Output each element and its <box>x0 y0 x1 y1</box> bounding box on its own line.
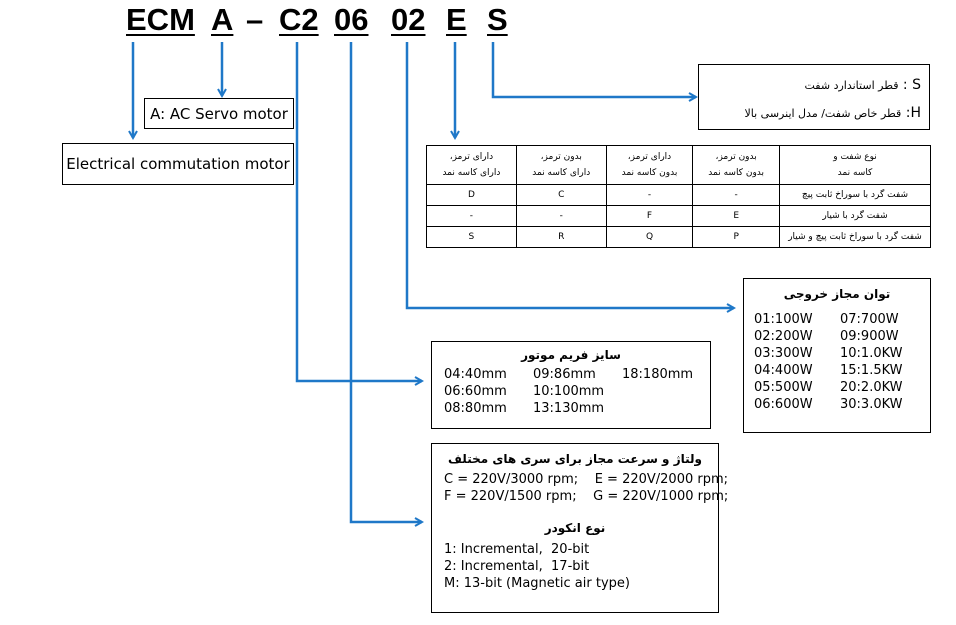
table-cell: - <box>426 205 517 227</box>
rated-output-box: توان مجاز خروجی 01:100W 07:700W 02:200W … <box>743 278 931 433</box>
encoder-title: نوع انکودر <box>544 521 606 535</box>
table-cell: F <box>605 205 694 227</box>
arrow-rated-output <box>405 42 734 308</box>
header-cell: بدون ترمز، بدون کاسه نمد <box>692 145 780 185</box>
header-line: بدون ترمز، <box>540 152 582 162</box>
power-option: 02:200W <box>754 329 813 344</box>
header-line: دارای ترمز، <box>449 152 494 162</box>
header-line: کاسه نمد <box>837 168 873 178</box>
code-dash: – <box>246 2 264 37</box>
code-a: A <box>211 2 234 37</box>
rated-output-title: توان مجاز خروجی <box>783 287 891 301</box>
arrow-voltage-speed <box>349 42 422 522</box>
header-cell: بدون ترمز، دارای کاسه نمد <box>515 145 607 185</box>
row-label: شفت گرد با سوراخ ثابت پیچ و شیار <box>779 226 931 248</box>
voltage-speed-title: ولتاژ و سرعت مجاز برای سری های مختلف <box>448 452 702 466</box>
ecm-box: Electrical commutation motor <box>62 143 294 185</box>
shaft-diameter-line-s: S : قطر استاندارد شفت <box>707 71 922 99</box>
table-cell: R <box>515 226 607 248</box>
header-line: دارای کاسه نمد <box>442 168 501 178</box>
header-line: نوع شفت و <box>833 152 877 162</box>
table-cell: D <box>426 184 517 206</box>
shaft-code-s: S <box>912 77 921 93</box>
frame-option: 13:130mm <box>533 401 605 416</box>
power-option: 05:500W <box>754 380 813 395</box>
frame-option-empty <box>622 383 702 400</box>
power-option: 15:1.5KW <box>840 363 903 378</box>
header-line: دارای ترمز، <box>627 152 672 162</box>
power-option: 03:300W <box>754 346 813 361</box>
frame-option: 09:86mm <box>533 367 596 382</box>
frame-option: 18:180mm <box>622 367 694 382</box>
code-s: S <box>487 2 508 37</box>
header-line: بدون کاسه نمد <box>708 168 765 178</box>
arrow-shaft-diameter <box>491 42 696 97</box>
code-c2: C2 <box>279 2 319 37</box>
shaft-code-h: H <box>910 105 921 121</box>
table-cell: - <box>692 184 780 206</box>
header-cell: دارای ترمز، بدون کاسه نمد <box>605 145 694 185</box>
voltage-encoder-box: ولتاژ و سرعت مجاز برای سری های مختلف C =… <box>431 443 729 613</box>
row-label: شفت گرد با سوراخ ثابت پیچ <box>779 184 931 206</box>
table-row: D C - - شفت گرد با سوراخ ثابت پیچ <box>426 184 931 206</box>
table-cell: P <box>692 226 780 248</box>
voltage-speed-line: C = 220V/3000 rpm; E = 220V/2000 rpm; <box>444 472 729 487</box>
table-cell: - <box>605 184 694 206</box>
table-cell: E <box>692 205 780 227</box>
table-cell: Q <box>605 226 694 248</box>
code-06: 06 <box>334 2 369 37</box>
table-cell: - <box>515 205 607 227</box>
ecm-label: Electrical commutation motor <box>66 155 290 173</box>
header-cell: نوع شفت و کاسه نمد <box>779 145 931 185</box>
frame-size-title: سایز فریم موتور <box>521 348 621 362</box>
shaft-desc-h: قطر خاص شفت/ مدل اینرسی بالا <box>744 107 902 120</box>
power-option: 06:600W <box>754 397 813 412</box>
shaft-type-table: دارای ترمز، دارای کاسه نمد بدون ترمز، دارا… <box>426 145 931 248</box>
encoder-line: M: 13-bit (Magnetic air type) <box>444 576 630 591</box>
shaft-diameter-line-h: H: قطر خاص شفت/ مدل اینرسی بالا <box>707 99 921 127</box>
shaft-desc-s: قطر استاندارد شفت <box>804 79 899 92</box>
ac-servo-label: A: AC Servo motor <box>150 104 288 123</box>
power-option: 10:1.0KW <box>840 346 903 361</box>
shaft-diameter-box: S : قطر استاندارد شفت H: قطر خاص شفت/ مد… <box>698 64 930 130</box>
header-line: بدون کاسه نمد <box>621 168 678 178</box>
code-ecm: ECM <box>126 2 195 37</box>
frame-option: 04:40mm <box>444 367 507 382</box>
header-line: دارای کاسه نمد <box>532 168 591 178</box>
voltage-speed-line: F = 220V/1500 rpm; G = 220V/1000 rpm; <box>444 489 729 504</box>
frame-size-box: سایز فریم موتور 04:40mm 09:86mm 18:180mm… <box>431 341 711 429</box>
encoder-line: 1: Incremental, 20-bit <box>444 542 590 557</box>
frame-option: 10:100mm <box>533 384 605 399</box>
separator: : <box>898 77 913 93</box>
frame-option: 06:60mm <box>444 384 507 399</box>
power-option: 30:3.0KW <box>840 397 903 412</box>
encoder-line: 2: Incremental, 17-bit <box>444 559 590 574</box>
power-option: 09:900W <box>840 329 899 344</box>
frame-size-grid: 04:40mm 09:86mm 18:180mm 06:60mm 10:100m… <box>444 366 698 417</box>
header-cell: دارای ترمز، دارای کاسه نمد <box>426 145 517 185</box>
table-row: S R Q P شفت گرد با سوراخ ثابت پیچ و شیار <box>426 226 931 248</box>
power-option: 04:400W <box>754 363 813 378</box>
table-cell: C <box>515 184 607 206</box>
code-02: 02 <box>391 2 426 37</box>
frame-option: 08:80mm <box>444 401 507 416</box>
rated-output-grid: 01:100W 07:700W 02:200W 09:900W 03:300W … <box>754 311 920 413</box>
table-row: - - F E شفت گرد با شیار <box>426 205 931 227</box>
power-option: 01:100W <box>754 312 813 327</box>
header-line: بدون ترمز، <box>715 152 757 162</box>
arrow-frame-size <box>295 42 422 381</box>
power-option: 20:2.0KW <box>840 380 903 395</box>
separator: : <box>901 105 911 121</box>
power-option: 07:700W <box>840 312 899 327</box>
ac-servo-box: A: AC Servo motor <box>144 98 294 129</box>
table-cell: S <box>426 226 517 248</box>
code-e: E <box>446 2 467 37</box>
row-label: شفت گرد با شیار <box>779 205 931 227</box>
table-header-row: دارای ترمز، دارای کاسه نمد بدون ترمز، دارا… <box>426 145 931 185</box>
